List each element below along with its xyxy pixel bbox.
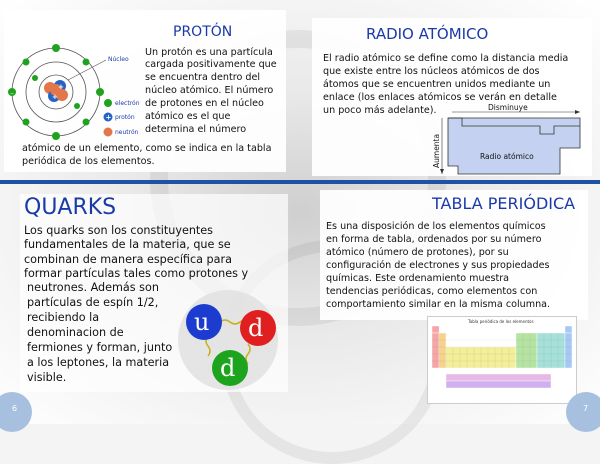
quarks-line: visible. bbox=[27, 371, 67, 384]
page-number-right: 7 bbox=[566, 392, 600, 432]
legend-proton: protón bbox=[115, 114, 135, 121]
quarks-line: denominacion de bbox=[27, 326, 124, 339]
legend-electron: electrón bbox=[115, 100, 140, 107]
proton-line: cargada positivamente que bbox=[145, 59, 277, 70]
periodic-table-caption: Tabla periódica de los elementos bbox=[468, 319, 534, 324]
svg-text:+: + bbox=[52, 93, 58, 101]
quark-label: d bbox=[220, 354, 235, 382]
periodic-table-image: Tabla periódica de los elementos bbox=[427, 316, 577, 404]
quark-label: d bbox=[248, 314, 263, 342]
proton-line: se encuentra dentro del bbox=[145, 72, 261, 83]
quarks-line: combinan de manera específica para bbox=[24, 253, 232, 266]
quark-label: u bbox=[194, 308, 209, 336]
proton-line: atómico es el que bbox=[145, 111, 231, 122]
quarks-line: a los leptones, la materia bbox=[27, 356, 170, 369]
radio-line: que existe entre los núcleos atómicos de… bbox=[323, 66, 540, 77]
quarks-title: QUARKS bbox=[24, 195, 117, 220]
proton-line: determina el número bbox=[145, 124, 247, 135]
atom-legend: electrón + protón neutrón bbox=[103, 99, 140, 137]
tabla-line: químicas. Este ordenamiento muestra bbox=[326, 273, 510, 284]
tabla-line: en forma de tabla, ordenados por su núme… bbox=[326, 234, 542, 245]
periodic-table-grid bbox=[432, 326, 572, 389]
tabla-line: Es una disposición de los elementos quím… bbox=[326, 221, 546, 232]
decreases-label: Disminuye bbox=[488, 104, 528, 112]
quarks-line: fundamentales de la materia, que se bbox=[24, 238, 231, 251]
radio-line: un poco más adelante). bbox=[323, 105, 437, 116]
nucleus: + + bbox=[44, 80, 68, 102]
proton-line: atómico de un elemento, como se indica e… bbox=[22, 143, 272, 154]
radio-title: RADIO ATÓMICO bbox=[366, 25, 489, 43]
atom-diagram: Núcleo + + − electrón + protón neutrón bbox=[8, 44, 140, 140]
tabla-line: configuración de electrones y sus propie… bbox=[326, 260, 550, 271]
proton-line: periódica de los elementos. bbox=[22, 156, 155, 167]
quarks-line: neutrones. Además son bbox=[27, 281, 159, 294]
proton-line: núcleo atómico. El número bbox=[145, 85, 274, 96]
svg-text:+: + bbox=[106, 114, 112, 122]
down-quark: d bbox=[240, 310, 276, 346]
quarks-line: partículas de espín 1/2, bbox=[27, 296, 159, 309]
tabla-line: atómico (número de protones), por su bbox=[326, 247, 509, 258]
radio-line: enlace (los enlaces atómicos se verán en… bbox=[323, 92, 557, 103]
radio-line: El radio atómico se define como la dista… bbox=[323, 53, 569, 64]
tabla-title: TABLA PERIÓDICA bbox=[432, 194, 576, 213]
atomic-radius-diagram: Disminuye Aumenta Radio atómico bbox=[432, 104, 581, 175]
page-number-left: 6 bbox=[0, 392, 32, 432]
tabla-section bbox=[320, 190, 588, 320]
proton-title: PROTÓN bbox=[173, 24, 233, 40]
atomic-radius-label: Radio atómico bbox=[480, 152, 534, 161]
svg-text:−: − bbox=[10, 91, 14, 97]
down-quark: d bbox=[212, 350, 248, 386]
quarks-line: fermiones y forman, junto bbox=[27, 341, 173, 354]
quark-diagram: u d d bbox=[178, 290, 278, 390]
radio-line: átomos que se encuentren unidos mediante… bbox=[323, 79, 551, 90]
proton-line: de protones en el núcleo bbox=[145, 98, 264, 109]
quarks-line: recibiendo la bbox=[27, 311, 100, 324]
legend-neutron: neutrón bbox=[115, 129, 139, 136]
proton-line: Un protón es una partícula bbox=[145, 47, 273, 58]
up-quark: u bbox=[186, 304, 222, 340]
section-divider bbox=[0, 180, 600, 184]
tabla-line: comportamiento similar en la misma colum… bbox=[326, 299, 551, 310]
nucleus-label: Núcleo bbox=[108, 56, 129, 63]
electrons bbox=[8, 44, 104, 140]
quarks-line: formar partículas tales como protones y bbox=[24, 267, 249, 280]
tabla-line: tendencias periódicas, como elementos co… bbox=[326, 286, 538, 297]
increases-label: Aumenta bbox=[432, 134, 441, 168]
quarks-line: Los quarks son los constituyentes bbox=[24, 224, 214, 237]
svg-text:+: + bbox=[58, 83, 64, 91]
